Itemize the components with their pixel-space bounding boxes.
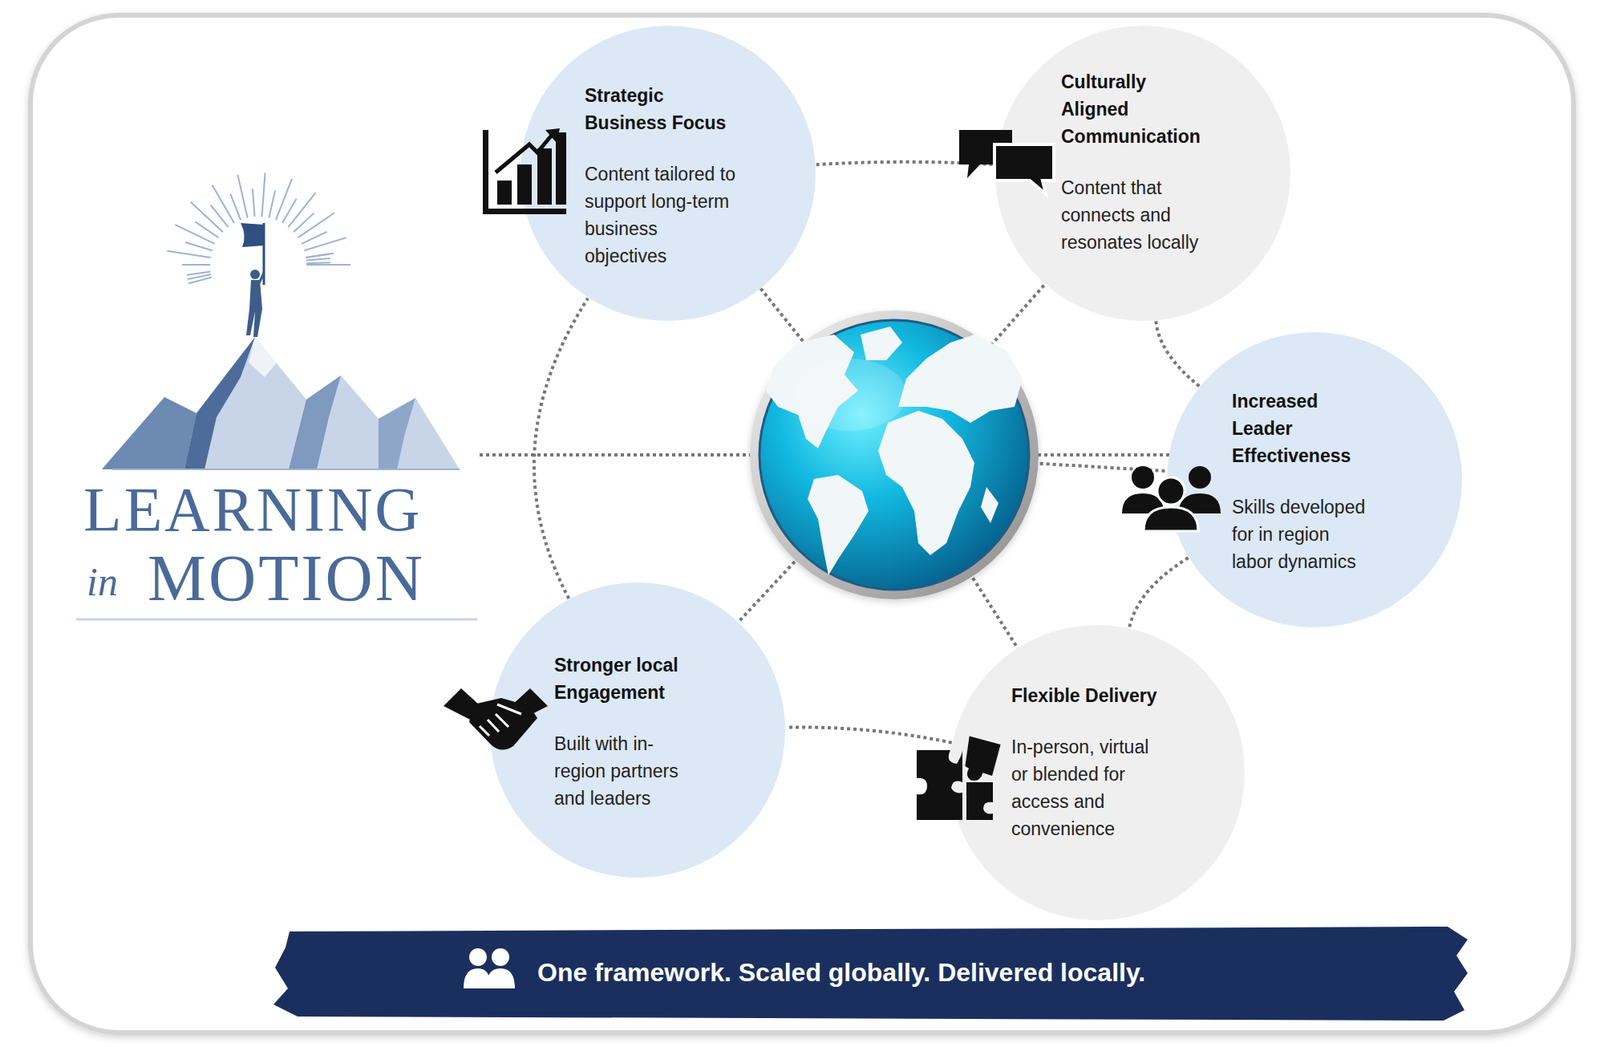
node-body: In-person, virtual or blended for access… [1011,733,1160,843]
logo-ray [186,271,211,275]
logo-ray [212,184,235,223]
logo-ray [237,174,248,219]
logo-ray [174,224,215,244]
spoke-line [990,282,1047,346]
bar-chart-icon [482,128,567,215]
banner-people-icon [463,947,515,989]
text-group: Culturally Aligned CommunicationContent … [1061,68,1206,256]
logo-ray [275,178,292,220]
node-body: Content tailored to support long-term bu… [584,160,738,270]
circle-fill [995,25,1291,321]
logo-ray [166,251,211,258]
banner-band: One framework. Scaled globally. Delivere… [273,923,1468,1021]
feature-circle: Flexible DeliveryIn-person, virtual or b… [948,623,1246,921]
text-group: Flexible DeliveryIn-person, virtual or b… [1011,681,1160,843]
text-group: Stronger local EngagementBuilt with in-r… [554,651,703,812]
logo-ray [306,263,351,266]
dotted-connector [785,726,952,742]
logo-ray [252,188,256,217]
mountain-logo [101,172,460,470]
text-group: One framework. Scaled globally. Delivere… [537,955,1146,989]
banner-text: One framework. Scaled globally. Delivere… [537,955,1146,989]
handshake-icon [443,688,548,750]
logo-ray [301,231,328,244]
node-heading: Increased Leader Effectiveness [1231,387,1373,470]
logo-ray [185,242,212,251]
logo-ray [190,202,223,232]
speech-bubbles-icon [959,129,1054,195]
logo-script: in [86,561,118,602]
logo-ray [303,237,347,251]
circle-shape [489,581,786,879]
brush-fill [273,926,1468,1021]
logo-ray [230,194,241,221]
spokes [736,282,1170,651]
node-heading: Flexible Delivery [1011,681,1160,709]
logo-ray [306,261,331,264]
logo-word: LEARNING [83,477,423,541]
logo-ray [305,254,330,258]
spoke-line [758,286,803,341]
logo-ray [182,263,211,266]
text-group: Increased Leader EffectivenessSkills dev… [1231,387,1373,576]
dotted-connector [1129,557,1189,628]
logo-ray [298,212,335,238]
outer-frame [30,15,1574,1033]
logo-word: MOTION [147,545,426,612]
circle-fill [949,624,1245,920]
logo-ray [261,172,265,217]
text-group: Strategic Business FocusContent tailored… [584,81,738,270]
logo-ray [305,253,334,258]
node-body: Content that connects and resonates loca… [1061,174,1206,256]
node-heading: Culturally Aligned Communication [1061,68,1206,150]
node-heading: Stronger local Engagement [554,651,703,706]
node-body: Built with in-region partners and leader… [554,729,703,812]
logo-ray [306,258,331,261]
people-icon [1122,465,1221,531]
feature-circle: Stronger local EngagementBuilt with in-r… [489,581,786,879]
puzzle-icon [916,735,1001,820]
node-body: Skills developed for in region labor dyn… [1231,493,1373,576]
dotted-connector [1155,320,1199,386]
spoke-line [736,561,794,624]
dotted-connector [534,298,588,599]
logo-underline [76,618,478,621]
spoke-line [972,577,1020,650]
circle-fill [520,25,816,321]
logo-ray [287,192,316,227]
circle-fill [490,582,786,878]
logo-ray [268,190,276,218]
globe [749,310,1039,600]
circle-fill [1166,332,1463,628]
node-heading: Strategic Business Focus [584,81,738,137]
